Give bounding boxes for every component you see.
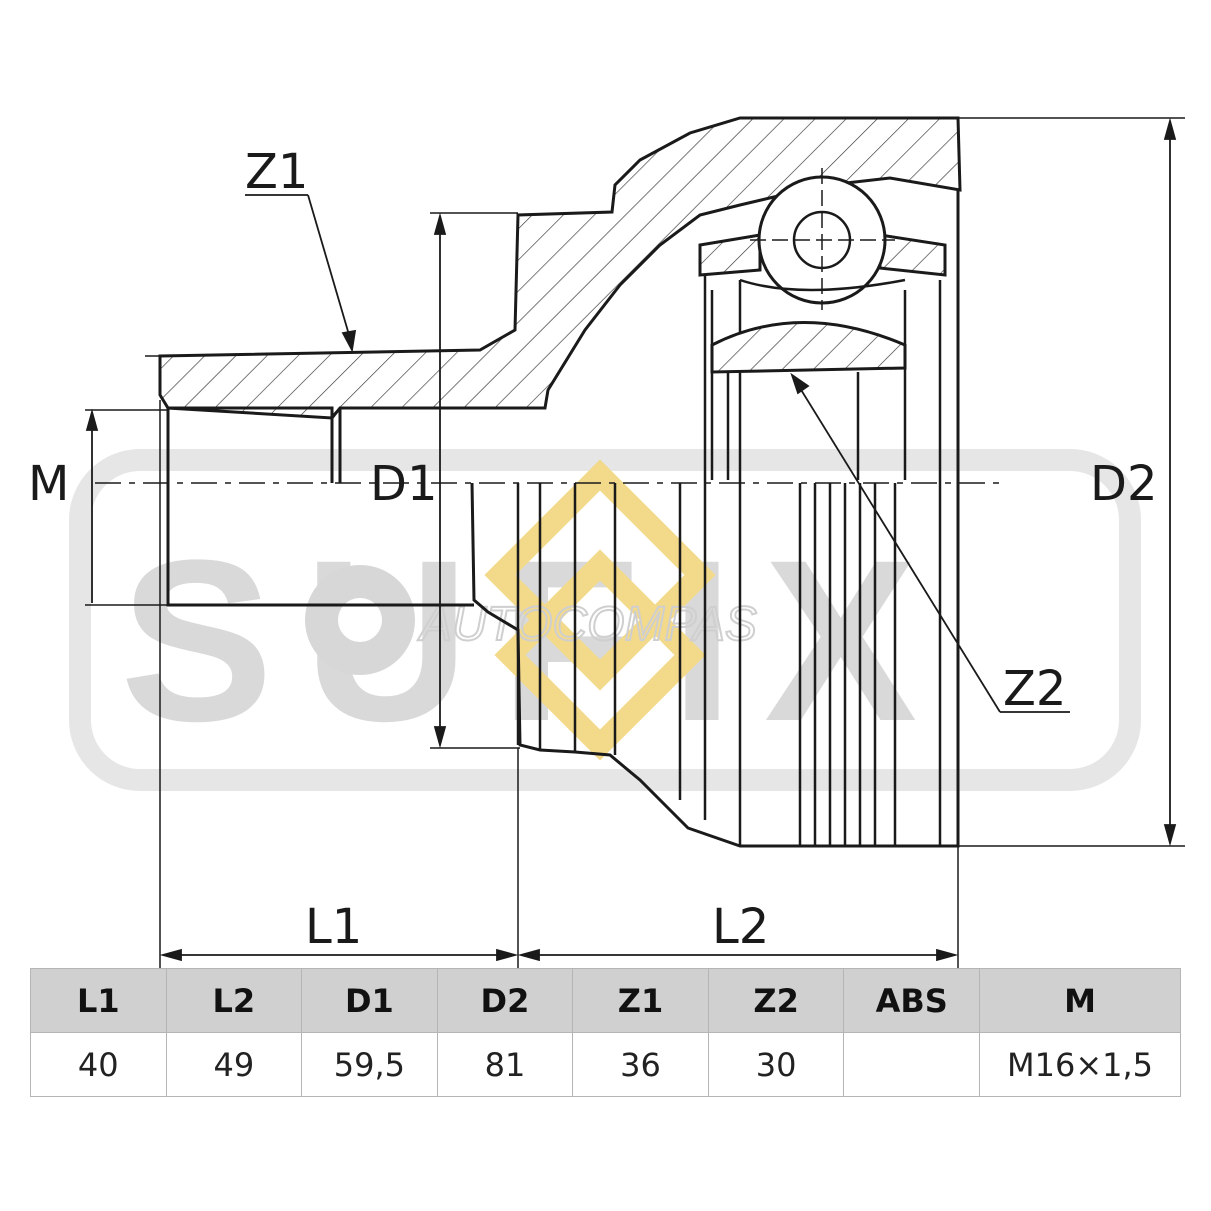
header-l1: L1 [30, 968, 167, 1033]
ball [750, 168, 895, 310]
label-z1: Z1 [245, 144, 308, 200]
value-l2: 49 [165, 1032, 303, 1097]
label-d1: D1 [370, 456, 438, 512]
stem-splines [516, 250, 942, 846]
header-l2: L2 [165, 968, 303, 1033]
header-z2: Z2 [707, 968, 845, 1033]
watermark: SUFIX AUTOCOMPAS [69, 449, 1141, 791]
value-d1: 59,5 [301, 1032, 438, 1097]
leader-lines [245, 194, 1070, 713]
header-d1: D1 [301, 968, 438, 1033]
value-z2: 30 [707, 1032, 845, 1097]
label-l2: L2 [712, 899, 769, 955]
header-abs: ABS [843, 968, 980, 1033]
header-d2: D2 [436, 968, 574, 1033]
value-l1: 40 [30, 1032, 167, 1097]
label-l1: L1 [305, 899, 362, 955]
value-z1: 36 [572, 1032, 709, 1097]
dimension-lines [85, 117, 1177, 962]
race-inner-lines [710, 278, 907, 480]
label-d2: D2 [1090, 456, 1158, 512]
spec-header-row: L1 L2 D1 D2 Z1 Z2 ABS M [30, 968, 1181, 1033]
extension-lines [85, 117, 1185, 968]
label-z2: Z2 [1003, 661, 1066, 717]
watermark-frame [69, 449, 1141, 791]
value-d2: 81 [436, 1032, 574, 1097]
header-z1: Z1 [572, 968, 709, 1033]
header-m: M [979, 968, 1181, 1033]
spec-value-row: 40 49 59,5 81 36 30 M16×1,5 [30, 1032, 1181, 1097]
watermark-gear-icon [305, 565, 415, 675]
value-m: M16×1,5 [979, 1032, 1181, 1097]
cv-joint-drawing: SUFIX AUTOCOMPAS [28, 116, 1185, 968]
spec-table: L1 L2 D1 D2 Z1 Z2 ABS M 40 49 59,5 81 36… [30, 968, 1181, 1097]
value-abs [843, 1032, 980, 1097]
label-m: M [28, 456, 69, 512]
